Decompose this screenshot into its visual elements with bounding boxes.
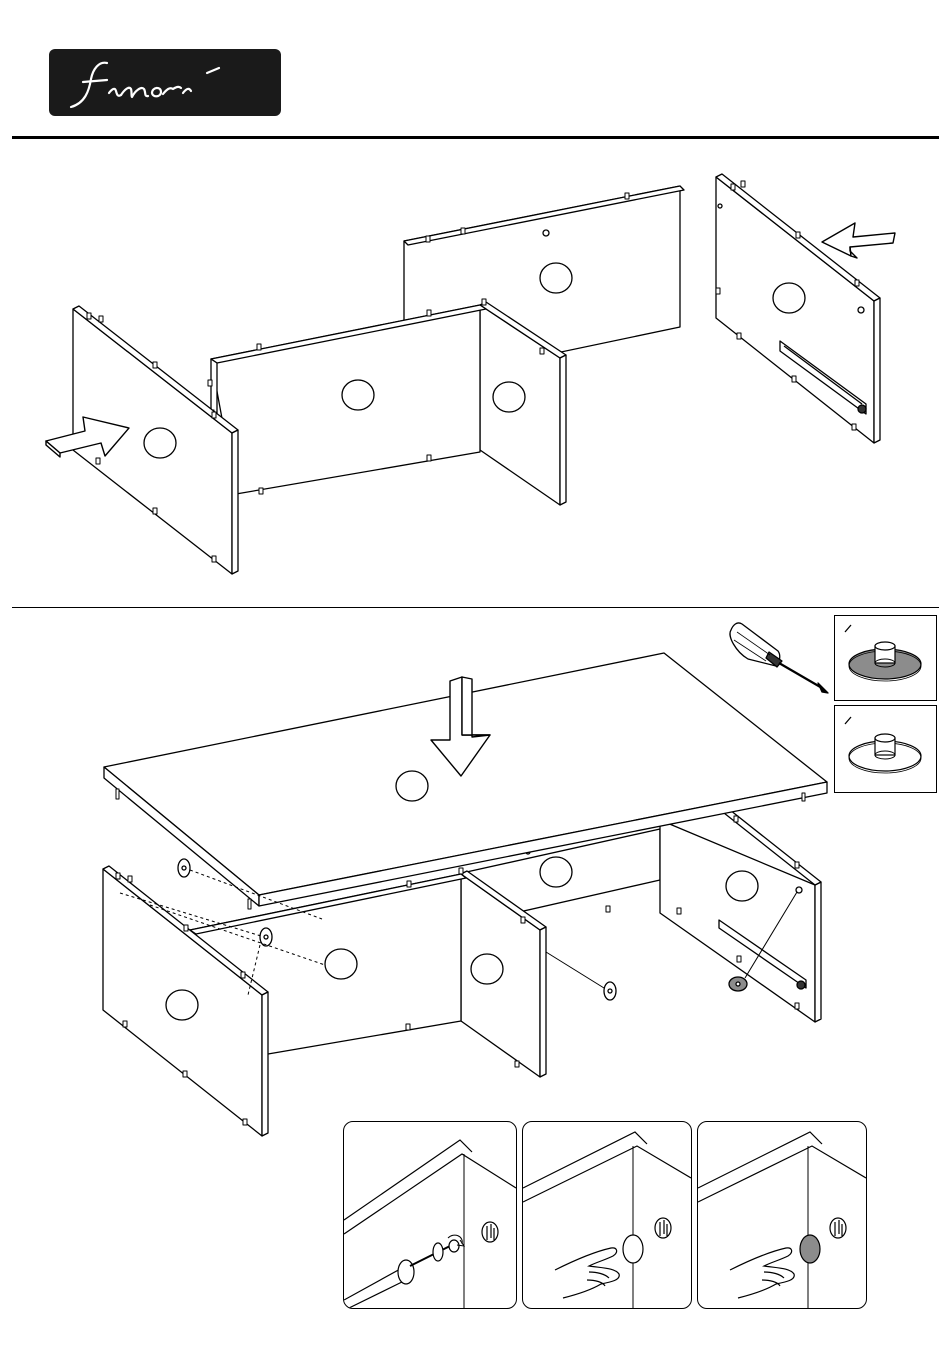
detail-press-white-cap-drawing (523, 1122, 691, 1308)
front-long-panel-assembled (190, 874, 466, 1054)
right-side-panel-assembled (606, 810, 821, 1022)
detail-press-grey-cap-drawing (698, 1122, 866, 1308)
section-divider (12, 607, 939, 608)
arrow-down-icon (431, 677, 490, 776)
screwdriver-icon (730, 623, 828, 693)
inset-cover-cap-grey (834, 615, 937, 701)
detail-screwing (343, 1121, 517, 1309)
detail-press-grey-cap (697, 1121, 867, 1309)
detail-screwing-drawing (344, 1122, 516, 1308)
detail-press-white-cap (522, 1121, 692, 1309)
arrow-left-icon (822, 223, 895, 258)
cover-cap-white-icon (835, 706, 936, 792)
top-board (104, 653, 827, 909)
cover-caps-exploded (120, 859, 797, 1000)
cover-cap-grey-icon (835, 616, 936, 700)
right-side-panel (716, 174, 880, 443)
step1-illustration (0, 0, 950, 605)
back-panel-assembled (462, 829, 660, 925)
front-long-panel (208, 305, 486, 494)
left-side-panel-assembled (103, 866, 268, 1136)
inset-cover-cap-white (834, 705, 937, 793)
middle-divider-assembled (459, 868, 546, 1077)
